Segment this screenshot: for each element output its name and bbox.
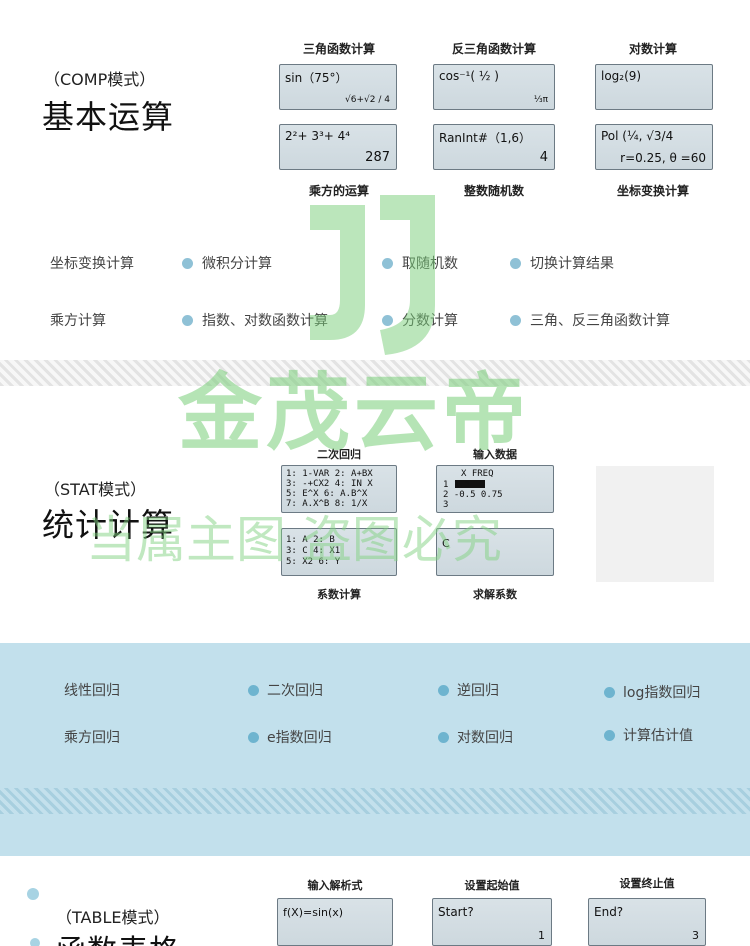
screen-start-input: Start? [438,905,474,919]
blue-footer-band [0,814,750,856]
decor-dot-icon [27,888,39,900]
reg-line: 1: 1-VAR 2: A+BX [286,469,373,479]
comp-mode-label: （COMP模式） [44,70,156,89]
bullet-dot-icon [382,258,393,269]
stat-feature-linear: 线性回归 [64,683,120,699]
screen-log: log₂(9) [595,64,713,110]
comp-feature-coord: 坐标变换计算 [50,256,134,272]
table-mode-label: （TABLE模式） [56,908,170,927]
decor-dot-icon [30,938,40,946]
data-row: 1 1.5 [443,480,471,490]
screen-data-table: X FREQ 1 1.5 2 -0.5 0.75 3 [436,465,554,513]
screen-end-input: End? [594,905,624,919]
comp-feature-trig: 三角、反三角函数计算 [510,310,670,330]
stat-feature-log-exp: log指数回归 [604,682,700,702]
bullet-dot-icon [438,732,449,743]
coef-line: 1: A 2: B [286,535,335,545]
cursor-highlight [455,480,485,488]
bullet-dot-icon [182,258,193,269]
reg-line: 3: -+CX2 4: IN X [286,479,373,489]
stat-feature-quad: 二次回归 [248,680,323,700]
label-ranint: 整数随机数 [463,184,524,198]
label-solve-coef: 求解系数 [473,588,517,601]
bullet-dot-icon [438,685,449,696]
comp-feature-calculus: 微积分计算 [182,253,272,273]
data-row: 3 [443,500,449,510]
stat-feature-inverse: 逆回归 [438,680,499,700]
bullet-dot-icon [604,687,615,698]
screen-regression-menu: 1: 1-VAR 2: A+BX 3: -+CX2 4: IN X 5: E^X… [281,465,397,513]
screen-start: Start? 1 [432,898,552,946]
screen-solve-input: C [442,537,450,550]
stat-feature-estimate: 计算估计值 [604,725,693,745]
reg-line: 5: E^X 6: A.B^X [286,489,368,499]
bullet-dot-icon [382,315,393,326]
screen-pol-input: Pol (¼, √3/4 [601,129,674,143]
bullet-dot-icon [182,315,193,326]
screen-start-value: 1 [538,929,545,942]
stat-feature-e-exp: e指数回归 [248,727,332,747]
stat-section-title: 统计计算 [42,506,175,544]
screen-end-value: 3 [692,929,699,942]
screen-cos-result: ⅓π [533,95,548,105]
stat-mode-label: （STAT模式） [44,480,147,499]
comp-feature-exp-log: 指数、对数函数计算 [182,310,328,330]
label-log: 对数计算 [628,42,677,56]
screen-sin: sin（75°） √6+√2 / 4 [279,64,397,110]
label-inverse-trig: 反三角函数计算 [451,42,536,56]
stat-feature-log: 对数回归 [438,727,513,747]
screen-power: 2²+ 3³+ 4⁴ 287 [279,124,397,170]
blank-panel [596,466,714,582]
screen-end: End? 3 [588,898,706,946]
label-input-data: 输入数据 [473,448,517,461]
label-input-expr: 输入解析式 [307,879,363,892]
data-row: 2 -0.5 0.75 [443,490,503,500]
screen-pol: Pol (¼, √3/4 r=0.25, θ =60 [595,124,713,170]
bullet-dot-icon [510,315,521,326]
bullet-dot-icon [248,685,259,696]
reg-line: 7: A.X^B 8: 1/X [286,499,368,509]
screen-solve-coef: C [436,528,554,576]
label-start-value: 设置起始值 [464,879,520,892]
section-divider [0,360,750,386]
screen-cos-input: cos⁻¹( ½ ) [439,69,499,83]
label-end-value: 设置终止值 [619,877,675,890]
screen-ranint: RanInt#（1,6） 4 [433,124,555,170]
screen-sin-result: √6+√2 / 4 [345,95,390,105]
comp-feature-power: 乘方计算 [50,313,106,329]
screen-ranint-input: RanInt#（1,6） [439,131,532,145]
bullet-dot-icon [248,732,259,743]
screen-coef-menu: 1: A 2: B 3: C 4: X1 5: X2 6: Y [281,528,397,576]
coef-line: 3: C 4: X1 [286,546,341,556]
screen-pol-result: r=0.25, θ =60 [620,151,706,165]
screen-power-result: 287 [365,150,390,165]
screen-ranint-result: 4 [539,150,548,165]
coef-line: 5: X2 6: Y [286,557,341,567]
screen-sin-input: sin（75°） [285,71,348,85]
label-power: 乘方的运算 [308,184,369,198]
label-trig: 三角函数计算 [302,42,375,56]
comp-section-title: 基本运算 [42,98,175,136]
comp-feature-toggle-result: 切换计算结果 [510,253,614,273]
bullet-dot-icon [510,258,521,269]
label-quad-reg: 二次回归 [317,448,361,461]
data-header: X FREQ [461,469,494,479]
bullet-dot-icon [604,730,615,741]
table-section-title: 函数表格 [56,926,180,946]
screen-fx-input: f(X)=sin(x) [283,906,344,919]
screen-fx: f(X)=sin(x) [277,898,393,946]
stat-feature-panel [0,643,750,788]
section-divider-blue [0,788,750,814]
screen-log-input: log₂(9) [601,69,642,83]
watermark-logo-icon [310,195,435,355]
stat-feature-power: 乘方回归 [64,730,120,746]
label-coord: 坐标变换计算 [616,184,689,198]
screen-power-input: 2²+ 3³+ 4⁴ [285,129,351,143]
screen-cos: cos⁻¹( ½ ) ⅓π [433,64,555,110]
label-coef-calc: 系数计算 [317,588,361,601]
